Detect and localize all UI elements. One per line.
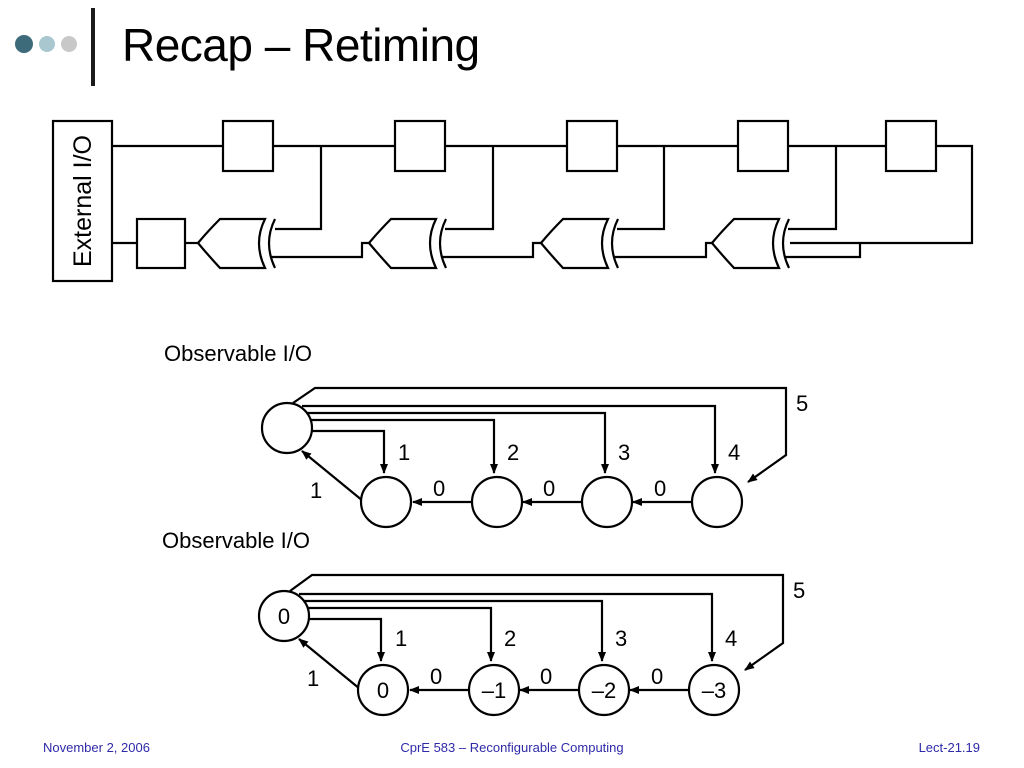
host-node-2-label: 0 <box>278 604 290 629</box>
xor-gate-2 <box>367 217 447 270</box>
retiming-diagram: External I/O <box>51 119 974 717</box>
graph1-fanout-weight-2: 2 <box>507 440 519 465</box>
graph1-node-3 <box>580 475 634 529</box>
dot-light <box>61 36 77 52</box>
xor-gate-3 <box>539 217 619 270</box>
footer-course: CprE 583 – Reconfigurable Computing <box>400 740 624 755</box>
external-io-label: External I/O <box>69 135 97 267</box>
xor-gate-4 <box>710 217 790 270</box>
graph2-node-1 <box>356 663 410 717</box>
graph2-chain-weight-1: 0 <box>430 664 442 689</box>
graph1-node-4 <box>690 475 744 529</box>
graph1-node-1 <box>359 475 413 529</box>
graph1-chain-weight-1: 0 <box>433 476 445 501</box>
slide-title: Recap – Retiming <box>122 19 480 71</box>
graph1-fanout-weight-3: 3 <box>618 440 630 465</box>
graph2-fanout-weight-3: 3 <box>615 626 627 651</box>
graph1-fanout-weight-1: 1 <box>398 440 410 465</box>
graph2-node-2-label: –1 <box>482 678 506 703</box>
register-top-2 <box>393 119 447 173</box>
graph2-node-4-label: –3 <box>702 678 726 703</box>
graph2-fanout-weight-1: 1 <box>395 626 407 651</box>
footer-lecture-number: Lect-21.19 <box>918 740 980 755</box>
graph2-return-weight: 1 <box>307 666 319 691</box>
observable-io-caption-2: Observable I/O <box>162 528 310 553</box>
register-top-1 <box>221 119 275 173</box>
register-top-5 <box>884 119 938 173</box>
graph1-chain-weight-3: 0 <box>654 476 666 501</box>
retiming-graph-original: Observable I/O 1 2 3 4 5 1 0 0 0 <box>164 341 808 529</box>
graph1-loop-weight: 5 <box>796 391 808 416</box>
register-bottom <box>135 217 187 270</box>
register-top-3 <box>565 119 619 173</box>
observable-io-caption-1: Observable I/O <box>164 341 312 366</box>
graph1-return-weight: 1 <box>310 478 322 503</box>
graph2-chain-weight-2: 0 <box>540 664 552 689</box>
footer-date: November 2, 2006 <box>43 740 150 755</box>
host-node-2 <box>257 589 311 643</box>
graph1-chain-weight-2: 0 <box>543 476 555 501</box>
graph1-fanout-weight-4: 4 <box>728 440 740 465</box>
graph2-loop-weight: 5 <box>793 578 805 603</box>
dot-medium <box>39 36 55 52</box>
external-io-box <box>51 119 114 283</box>
graph2-node-3-label: –2 <box>592 678 616 703</box>
host-node-1 <box>260 401 314 455</box>
graph2-fanout-weight-4: 4 <box>725 626 737 651</box>
retiming-graph-retimed: Observable I/O 0 0 –1 –2 –3 1 2 3 4 5 1 … <box>162 528 805 717</box>
graph2-chain-weight-3: 0 <box>651 664 663 689</box>
graph2-node-1-label: 0 <box>377 678 389 703</box>
graph1-node-2 <box>470 475 524 529</box>
title-divider <box>91 8 95 86</box>
graph2-fanout-weight-2: 2 <box>504 626 516 651</box>
title-bullet-dots <box>15 35 77 53</box>
circuit-schematic: External I/O <box>51 119 974 283</box>
dot-dark <box>15 35 33 53</box>
register-top-4 <box>736 119 790 173</box>
xor-gate-1 <box>196 217 276 270</box>
